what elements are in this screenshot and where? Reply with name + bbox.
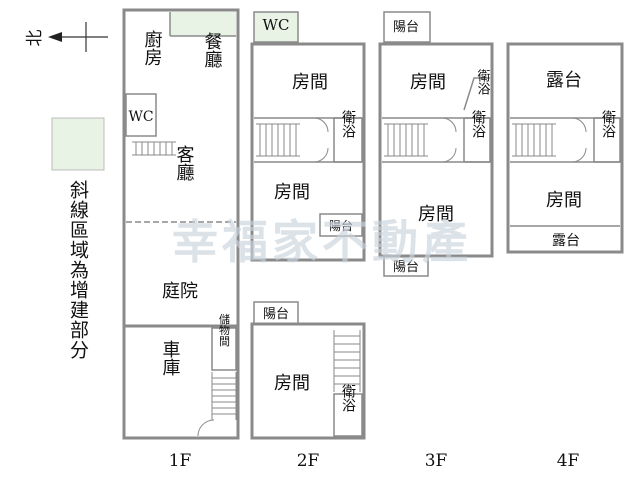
floor-label-3f: 3F: [425, 451, 448, 471]
room-3f-bath-b: 衛浴: [470, 110, 486, 138]
room-2f-balcony-b: 陽台: [263, 307, 289, 322]
floor-label-2f: 2F: [297, 451, 320, 471]
legend-swatch: [51, 117, 105, 171]
room-3f-b: 房間: [418, 204, 454, 225]
room-living: 客廳: [174, 145, 195, 181]
room-2f-b: 房間: [274, 182, 310, 203]
room-wc: WC: [128, 109, 153, 125]
floor-label-1f: 1F: [169, 451, 192, 471]
room-3f-a: 房間: [410, 72, 446, 93]
floor-4f: 露台 衛浴 房間 露台 4F: [506, 42, 624, 471]
room-garage: 車庫: [160, 340, 181, 376]
room-dining: 餐廳: [202, 32, 223, 68]
room-2f-balcony: 陽台: [329, 218, 353, 233]
room-4f-terrace-top: 露台: [546, 70, 582, 91]
room-4f-room: 房間: [546, 190, 582, 211]
room-2f-c: 房間: [274, 373, 310, 394]
compass: 北: [25, 22, 108, 52]
room-2f-a: 房間: [292, 72, 328, 93]
floor-3f: 陽台 房間 衛浴 衛浴 房間 陽台 3F: [378, 11, 494, 471]
room-2f-wc: WC: [263, 16, 290, 34]
floor-label-4f: 4F: [557, 451, 580, 471]
room-courtyard: 庭院: [162, 281, 198, 302]
compass-north-label: 北: [25, 30, 45, 47]
room-storage: 儲物間: [218, 313, 231, 347]
north-arrow-icon: [48, 32, 62, 42]
room-3f-balcony-bottom: 陽台: [393, 260, 419, 275]
room-3f-balcony-top: 陽台: [393, 20, 419, 35]
floor-2f: WC 房間 衛浴 房間 陽台 陽台 房間 衛浴 2F: [250, 11, 366, 471]
room-4f-terrace-bottom: 露台: [552, 233, 580, 249]
room-kitchen: 廚房: [142, 29, 163, 66]
room-4f-bath: 衛浴: [600, 110, 616, 138]
room-2f-bath-b: 衛浴: [340, 384, 356, 412]
floor-1f: 廚房 餐廳 WC 客廳 庭院 儲物間 車庫 1F: [122, 8, 240, 471]
legend-text: 斜線區域為增建部分: [67, 180, 89, 360]
watermark: 幸福家不動產: [172, 215, 472, 269]
room-2f-bath: 衛浴: [340, 110, 356, 138]
room-3f-bath-a: 衛浴: [475, 69, 491, 95]
